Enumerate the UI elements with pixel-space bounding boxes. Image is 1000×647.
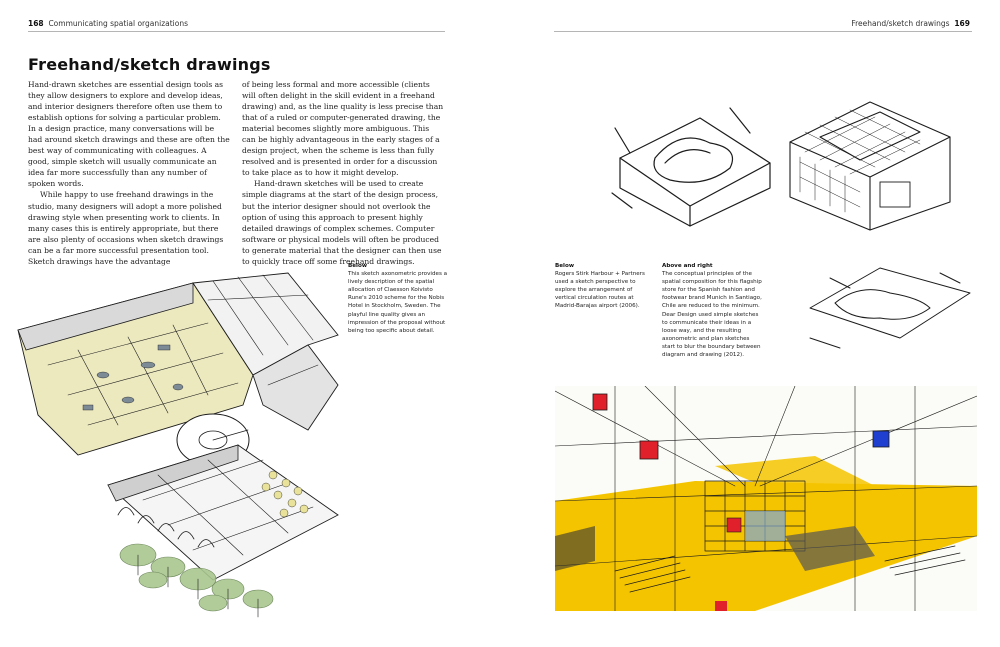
caption-airport-sketch: Below Rogers Stirk Harbour + Partners us… — [555, 262, 653, 311]
page-number-left: 168 — [28, 19, 44, 28]
caption-heading: Above and right — [662, 263, 713, 269]
body-column-1: Hand-drawn sketches are essential design… — [28, 79, 230, 267]
store-plan-sketch — [809, 267, 971, 349]
airport-perspective-sketch — [555, 386, 977, 611]
page-title: Freehand/sketch drawings — [28, 55, 271, 74]
running-head-left: 168 Communicating spatial organizations — [28, 19, 188, 28]
store-axonometric-sketch-2 — [789, 101, 951, 231]
caption-text: The conceptual principles of the spatial… — [662, 271, 762, 359]
header-rule-left — [28, 31, 445, 32]
hotel-axonometric-sketch — [17, 272, 339, 618]
right-page: Freehand/sketch drawings 169 — [500, 0, 1000, 647]
left-page: 168 Communicating spatial organizations … — [17, 19, 448, 618]
caption-store-sketch: Above and right The conceptual principle… — [662, 262, 762, 359]
running-head-right-text: Freehand/sketch drawings — [851, 19, 950, 28]
caption-hotel-sketch: Below This sketch axonometric provides a… — [348, 262, 448, 335]
running-head-left-text: Communicating spatial organizations — [48, 19, 189, 28]
body-column-2: of being less formal and more accessible… — [242, 79, 444, 267]
body-paragraph: While happy to use freehand drawings in … — [28, 190, 224, 266]
caption-text: This sketch axonometric provides a livel… — [348, 271, 448, 334]
caption-text: Rogers Stirk Harbour + Partners used a s… — [555, 271, 645, 310]
body-paragraph: of being less formal and more accessible… — [242, 80, 444, 178]
running-head-right: Freehand/sketch drawings 169 — [851, 19, 970, 28]
body-paragraph: Hand-drawn sketches will be used to crea… — [242, 179, 442, 266]
store-axonometric-sketch-1 — [611, 107, 771, 227]
caption-heading: Below — [555, 263, 574, 269]
body-paragraph: Hand-drawn sketches are essential design… — [28, 80, 230, 189]
caption-heading: Below — [348, 263, 367, 269]
header-rule-right — [554, 31, 972, 32]
page-number-right: 169 — [954, 19, 970, 28]
